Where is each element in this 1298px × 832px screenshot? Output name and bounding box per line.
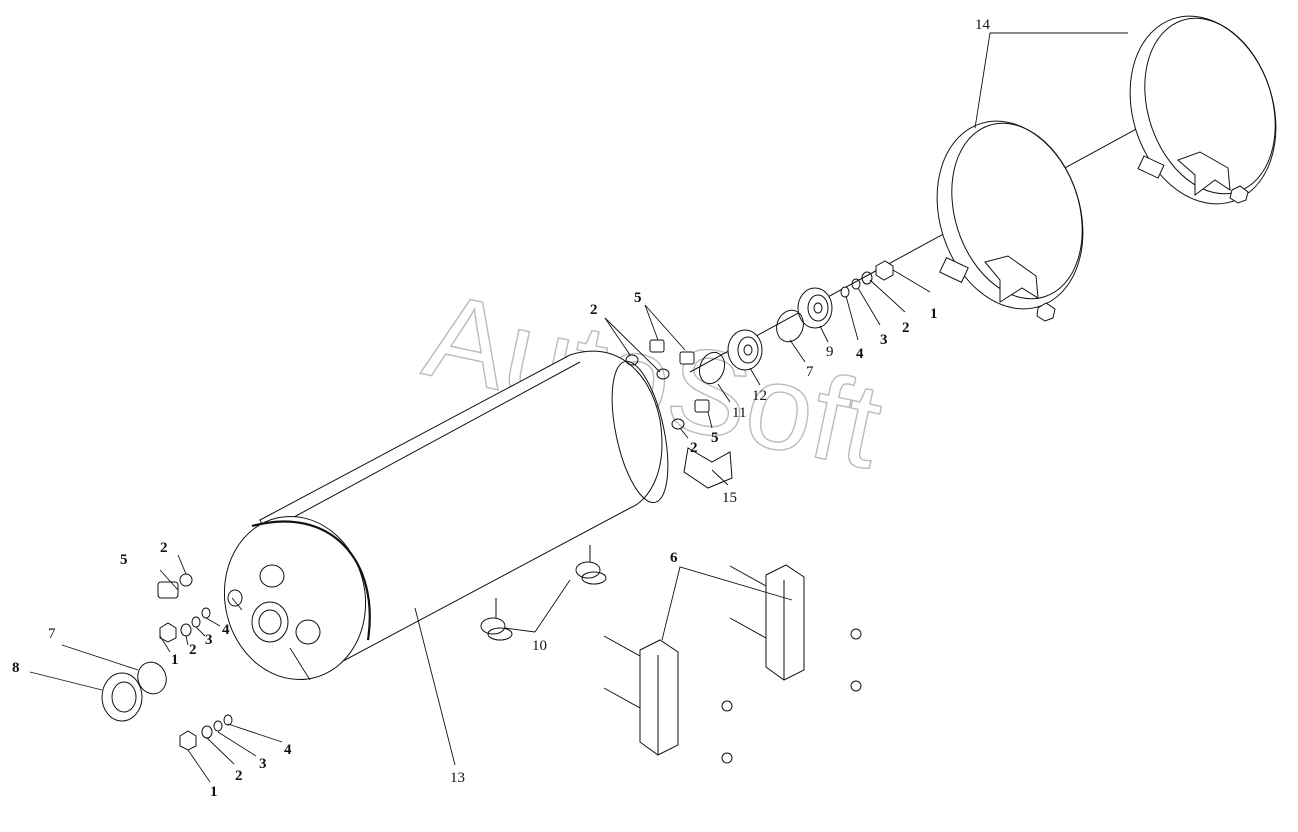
front-washer-2-mid: [180, 623, 192, 637]
label-4-rear: 4: [856, 346, 864, 362]
plugs-5-rear-top: [649, 339, 710, 413]
support-bracket-rear: [729, 564, 862, 692]
label-6: 6: [670, 550, 678, 566]
label-1-mid: 1: [171, 652, 179, 668]
label-3-mid: 3: [205, 632, 213, 648]
o-ring-7-rear: [776, 309, 804, 343]
valve-9: [797, 287, 833, 329]
front-washer-3-low: [213, 720, 223, 732]
mounting-strap-rear: [1129, 15, 1277, 205]
flange-8: [101, 672, 143, 722]
front-nut-4-mid: [201, 607, 211, 619]
tank-side-port: [295, 619, 321, 645]
tank-rear-end-cap: [611, 360, 669, 504]
label-2-low: 2: [235, 768, 243, 784]
label-2-front: 2: [160, 540, 168, 556]
callout-labels: 14 1 2 3 4 9 7 12 11 5 2 5 2 15 6 10 5 2…: [12, 17, 991, 800]
label-4-mid: 4: [222, 622, 230, 638]
label-13: 13: [450, 770, 465, 786]
label-4-low: 4: [284, 742, 292, 758]
label-11: 11: [732, 405, 746, 421]
label-7-rear: 7: [806, 364, 814, 380]
label-5-top: 5: [634, 290, 642, 306]
label-5-mid: 5: [711, 430, 719, 446]
label-1-rear: 1: [930, 306, 938, 322]
front-plug-1-low: [179, 730, 197, 751]
rear-nut-4: [840, 286, 850, 298]
tank-center-port: [251, 601, 289, 643]
drain-boss-rear: [575, 545, 607, 585]
leader-lines: [29, 32, 1128, 783]
label-2-rear: 2: [902, 320, 910, 336]
tank-top-port: [259, 564, 285, 588]
o-ring-11: [698, 351, 726, 385]
label-10: 10: [532, 638, 547, 654]
label-5-front: 5: [120, 552, 128, 568]
label-1-low: 1: [210, 784, 218, 800]
label-2-top: 2: [590, 302, 598, 318]
label-12: 12: [752, 388, 767, 404]
label-2-mid-front: 2: [189, 642, 197, 658]
label-9: 9: [826, 344, 834, 360]
rear-plug-1: [875, 260, 894, 281]
front-nut-4-low: [223, 714, 233, 726]
o-ring-7-front: [137, 661, 167, 695]
rear-washer-3: [851, 278, 861, 290]
label-8: 8: [12, 660, 20, 676]
label-3-rear: 3: [880, 332, 888, 348]
support-bracket-front: [603, 635, 733, 764]
flange-12: [727, 329, 763, 371]
label-14: 14: [975, 17, 991, 33]
front-washer-2-top: [179, 573, 193, 587]
tank-small-port: [227, 589, 243, 607]
label-15: 15: [722, 490, 737, 506]
front-plug-5: [157, 581, 179, 599]
washers-2-rear: [625, 354, 685, 430]
front-washer-2-low: [201, 725, 213, 739]
front-washer-3-mid: [191, 616, 201, 628]
label-7-front: 7: [48, 626, 56, 642]
drain-boss-front: [480, 598, 513, 641]
front-plug-1-mid: [159, 622, 177, 643]
tank-seam-ring: [251, 520, 371, 641]
rear-washer-2: [861, 271, 873, 285]
label-2-mid: 2: [690, 440, 698, 456]
label-3-low: 3: [259, 756, 267, 772]
mounting-strap-front: [936, 120, 1084, 322]
